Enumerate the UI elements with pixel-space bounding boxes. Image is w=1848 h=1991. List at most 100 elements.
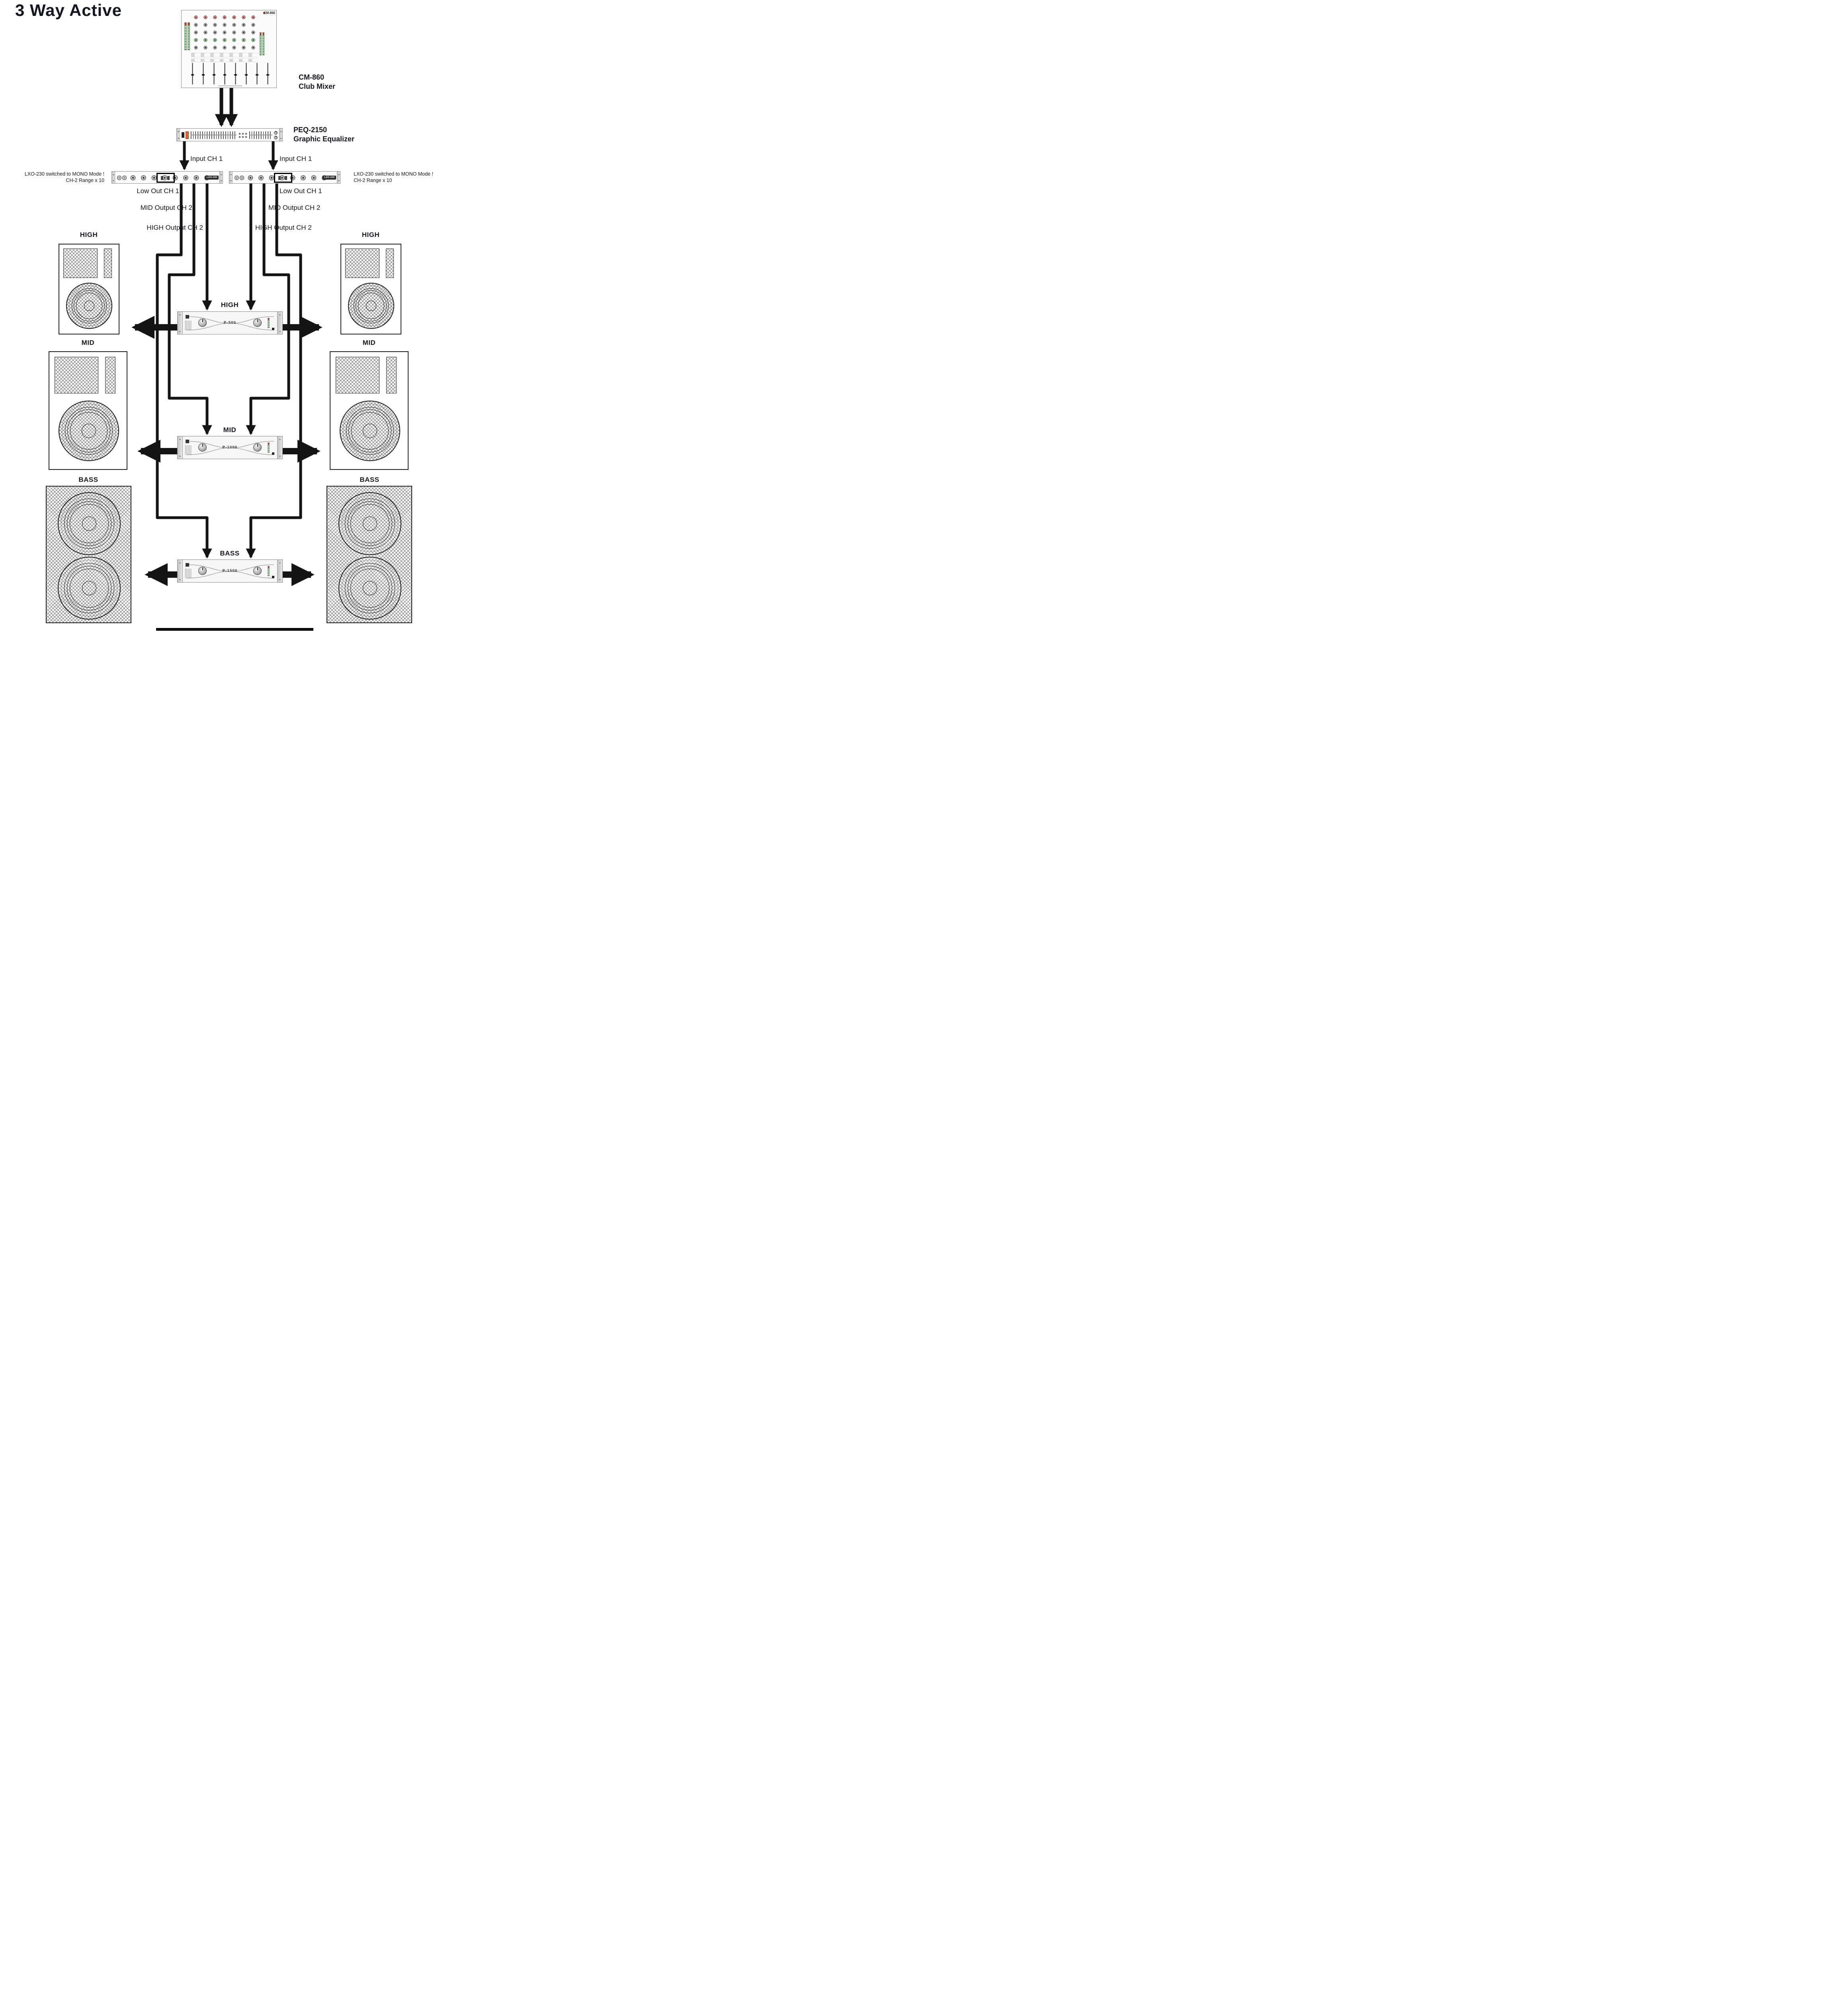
amp-gain-knob-right [253,567,262,575]
grille-panel [345,248,379,278]
eq-power-button [182,132,184,138]
amp-led-meter [268,318,270,328]
rack-ear [178,560,183,582]
equalizer-peq2150 [176,128,283,141]
mixer-eq-knob-row [191,36,258,44]
crossover-right: LXO-230 [229,171,340,184]
amp-mid-p1000: P-1000 [177,436,283,459]
amp-gain-knob-left [198,443,207,452]
amp-bass-p1500: P-1500 [177,559,283,583]
woofer-dust-cap [362,516,377,531]
rack-ear [112,172,115,183]
bottom-edge-bar [156,628,313,631]
speaker-high-right [340,244,401,334]
woofer [340,401,400,461]
mono-mode-highlight-box [156,173,175,183]
amp-gain-knob-left [198,567,207,575]
woofer-ring [351,412,389,450]
mixer-label: CM-860 Club Mixer [299,73,335,91]
eq-label-line2: Graphic Equalizer [293,135,355,143]
speaker-label-mid-right: MID [362,339,376,346]
woofer [348,283,394,329]
woofer-ring [74,290,105,321]
woofer-ring [67,501,111,546]
xlr-connector [122,176,127,180]
grille-panel [105,357,115,393]
wire-low-left [156,184,212,559]
woofer-dust-cap [362,581,377,596]
woofer [58,492,121,555]
amp-led-meter [268,442,270,453]
woofer-ring [64,563,114,613]
grille-panel [104,248,112,278]
woofer [59,401,119,461]
speaker-label-mid-left: MID [81,339,95,346]
woofer-dust-cap [84,300,95,311]
amp-gain-knob-right [253,319,262,327]
woofer-ring [354,288,389,323]
woofer-bolt-ring [342,495,398,552]
amp-label-bass: BASS [220,550,240,557]
note-line2: CH-2 Range x 10 [354,178,392,183]
woofer-ring [67,409,110,452]
woofer-dust-cap [82,424,96,438]
woofer-dust-cap [366,300,377,311]
woofer-ring [356,290,387,321]
mixer-power-led [263,12,265,14]
crossover-brand-badge: LXO-230 [205,176,219,180]
rack-ear [337,172,340,183]
amp-gain-knob-left [198,319,207,327]
out-label-low-left: Low Out CH 1 [137,187,179,195]
rack-ear [277,436,282,459]
grille-panel [63,248,98,278]
out-label-low-right: Low Out CH 1 [280,187,322,195]
speaker-mid-left [49,351,127,470]
wire-mid-left [168,184,212,435]
mixer-button-row [191,59,258,62]
rack-ear [178,312,183,334]
crossover-note-right: LXO-230 switched to MONO Mode ! CH-2 Ran… [354,171,459,184]
grille-panel [386,248,394,278]
woofer [338,557,401,620]
woofer-dust-cap [82,516,97,531]
diagram-page: 3 Way Active CM-860 CM-860 Club Mixer PE… [0,0,462,631]
woofer-ring [348,501,392,546]
eq-slider-bank-left [191,131,237,139]
woofer-ring [70,504,109,543]
speaker-label-high-left: HIGH [80,231,98,239]
woofer-bolt-ring [61,495,117,552]
woofer-ring [346,407,394,455]
speaker-mid-right [330,351,409,470]
input-label-right: Input CH 1 [280,155,312,162]
amp-logo [186,563,189,567]
woofer-dust-cap [82,581,97,596]
connection-diagram [131,88,323,586]
mixer-master-vu [260,32,262,55]
woofer [66,283,112,329]
amp-power-button [272,328,274,330]
amp-faceplate-curve [186,564,274,579]
page-title: 3 Way Active [15,1,122,20]
woofer-ring [348,409,391,452]
woofer-bolt-ring [342,560,398,616]
speaker-label-bass-left: BASS [78,476,98,483]
woofer-ring [345,499,395,549]
woofer-bolt-ring [61,560,117,616]
amp-faceplate-curve [186,441,274,455]
woofer-ring [348,566,392,610]
out-label-high-left: HIGH Output CH 2 [147,224,203,231]
amp-vents [185,569,192,578]
eq-accent-block [186,131,189,139]
woofer-ring [65,407,113,455]
eq-label: PEQ-2150 Graphic Equalizer [293,125,354,144]
note-line1: LXO-230 switched to MONO Mode ! [354,171,434,177]
woofer-ring [67,566,111,610]
rack-ear [177,129,180,141]
mixer-vu-meter [188,22,190,50]
eq-slider-bank-right [249,131,272,139]
mixer-model-badge: CM-860 [264,11,275,15]
mixer-cm860: CM-860 [181,10,277,88]
note-line1: LXO-230 switched to MONO Mode ! [24,171,104,177]
eq-knob [274,136,278,139]
woofer-ring [70,412,108,450]
